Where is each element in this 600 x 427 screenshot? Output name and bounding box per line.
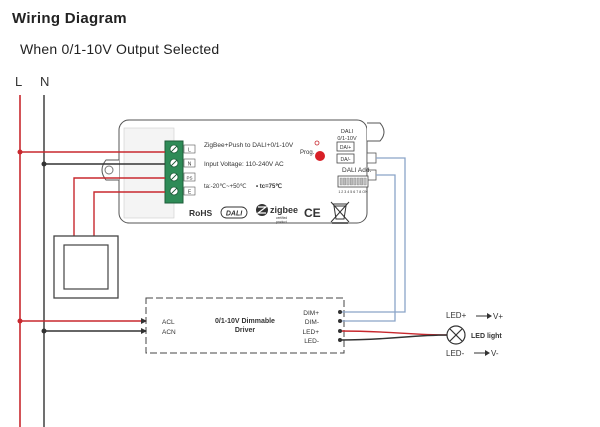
neutral-label: N [40,74,49,89]
dim-plus-label: DIM+ [303,310,319,317]
product-line-text: ZigBee+Push to DALI+0/1-10V [204,142,294,149]
led-minus-label: LED- [304,338,319,345]
terminal-e-label: E [188,190,192,196]
v-plus-label: V+ [493,312,503,321]
dip-switch-lever[interactable] [363,177,367,186]
temperature-text: ta:-20℃~+50℃ [204,184,247,190]
zigbee-logo-icon [256,204,268,216]
acn-label: ACN [162,329,176,336]
acl-label: ACL [162,319,175,326]
da-plus-terminal [336,141,355,152]
terminal-ps-label: PS [186,176,192,181]
dip-switch-lever[interactable] [346,177,350,186]
dali-address-dip-switch[interactable] [337,175,369,188]
da-plus-label: DA/+ [340,145,351,151]
arrow-icon [141,318,147,324]
screw-slot [170,145,178,153]
dip-switch-lever[interactable] [360,177,363,186]
led-plus-label: LED+ [303,329,320,336]
dim-minus-terminal-dot [338,319,342,323]
zigbee-logo-text: zigbee [270,205,298,215]
prog-led-icon [314,140,320,146]
rohs-logo: RoHS [189,208,212,218]
input-voltage-text: Input Voltage: 110-240V AC [204,161,284,168]
driver-title: 0/1-10V Dimmable [215,318,275,325]
dim-minus-signal-wire [340,174,396,322]
screw-slot [170,173,178,181]
junction-dot [17,318,23,324]
push-switch-button[interactable] [63,244,109,290]
led-plus-terminal-dot [338,329,342,333]
led-light-label: LED light [471,333,502,340]
right-mount-ear [367,122,385,142]
terminal-label-box [183,144,196,154]
dip-switch-numbers: 1 2 3 4 5 6 7 8 ON [338,190,368,194]
zigbee-certified-text: certified [276,216,287,220]
arrow-head-icon [485,350,490,356]
screw-slot [170,159,178,167]
junction-dot [41,328,47,334]
dali-output-label: DALI [341,129,354,135]
terminal-label-box [183,172,196,182]
junction-dot [17,149,23,155]
left-mount-ear [101,159,119,181]
dip-switch-lever[interactable] [356,177,360,186]
push-switch[interactable] [53,235,119,299]
dip-switch-lever[interactable] [353,177,357,186]
ce-mark: CE [304,206,321,220]
arrow-icon [141,328,147,334]
led-plus-wire [339,330,449,336]
junction-dot [41,161,47,167]
terminal-housing [164,140,184,204]
terminal-block: L N PS E [164,140,196,204]
zigbee-product-text: product [276,220,287,224]
line-label: L [15,74,22,89]
dimmable-driver-box [145,297,345,354]
dip-switch-lever[interactable] [350,177,353,186]
terminal-label-box [183,158,196,168]
prog-label: Prog. [300,150,315,156]
push-switch-return-wire [93,191,165,236]
weee-bin-icon [330,201,350,224]
terminal-l-label: L [188,148,191,154]
diagram-title: Wiring Diagram [12,10,127,27]
terminal-n-label: N [188,162,192,168]
led-minus-wire [339,334,449,341]
dali-output-sub-label: 0/1-10V [337,136,357,142]
diagram-subtitle: When 0/1-10V Output Selected [20,41,220,57]
dim-minus-label: DIM- [305,319,319,326]
prog-button[interactable] [315,151,325,161]
dali-address-label: DALI Add. [342,167,371,174]
da-minus-terminal [336,153,355,164]
da-minus-label: DA/- [341,157,351,163]
output-lug-top [366,152,377,164]
driver-title-line-2: Driver [235,327,256,334]
dip-switch-lever[interactable] [343,177,346,186]
dip-switch-lever[interactable] [339,177,343,186]
push-switch-wire [73,177,165,236]
dali-logo-frame [220,206,248,219]
arrow-head-icon [487,313,492,319]
dali-logo: DALI [226,211,243,218]
dim-plus-signal-wire [340,157,406,313]
v-minus-label: V- [491,349,499,358]
led-light-icon [446,325,466,345]
load-led-minus-label: LED- [446,349,465,358]
load-led-plus-label: LED+ [446,311,467,320]
terminal-label-box [183,186,196,196]
controller-unit: L N PS E ZigBee+Push to DALI+0/1-10V Inp… [101,119,385,224]
tc-text: • tc=75℃ [256,183,282,190]
left-mount-hole [104,165,114,175]
screw-slot [170,187,178,195]
led-minus-terminal-dot [338,338,342,342]
dim-plus-terminal-dot [338,310,342,314]
